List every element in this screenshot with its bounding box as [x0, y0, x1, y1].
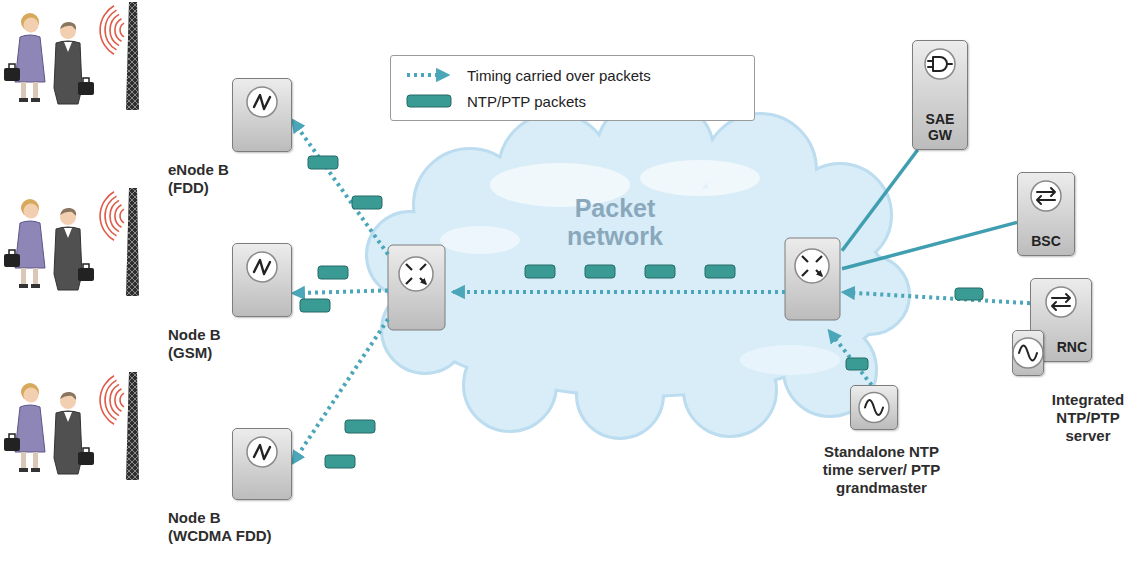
network-label: Packet network: [555, 195, 675, 250]
symbol-disc: [247, 87, 277, 117]
box-label: BSC: [1031, 233, 1061, 249]
symbol-disc: [1031, 181, 1061, 211]
box-symbol: [1017, 172, 1075, 218]
router-box: [388, 245, 445, 330]
packet: [705, 265, 735, 278]
legend-row: NTP/PTP packets: [405, 88, 740, 114]
symbol-holder: [1013, 331, 1043, 377]
symbol-holder: [233, 244, 291, 290]
time-server-box: Integrated NTP/PTP server: [1012, 330, 1044, 376]
box-symbol: [912, 40, 968, 86]
legend-swatch-fill: [407, 95, 451, 107]
legend-swatch: [405, 92, 453, 110]
legend-sample: [405, 92, 453, 110]
sine-symbol: [865, 400, 883, 415]
symbol-holder: [851, 386, 897, 431]
legend-line-sample: [405, 66, 453, 84]
router-box: [785, 238, 840, 320]
router-symbol: [795, 249, 829, 283]
legend-sample: [405, 66, 453, 84]
packet-network-cloud: Packet network: [388, 150, 842, 330]
symbol-disc: [1013, 338, 1043, 368]
symbol-disc: [247, 252, 277, 282]
base-station-box: eNode B (FDD): [232, 78, 292, 152]
box-symbol: [850, 385, 898, 430]
packet: [645, 265, 675, 278]
time-server-box: Standalone NTP time server/ PTP grandmas…: [850, 385, 898, 430]
gateway-box: SAE GW: [912, 40, 968, 150]
box-symbol: [232, 243, 292, 289]
station-label: eNode B (FDD): [168, 161, 248, 197]
packet: [585, 265, 615, 278]
symbol-holder: [1031, 279, 1091, 325]
legend-box: Timing carried over packetsNTP/PTP packe…: [390, 55, 755, 121]
box-symbol: [232, 428, 292, 474]
controller-box: BSC: [1017, 172, 1075, 256]
station-label: Node B (WCDMA FDD): [168, 509, 278, 545]
label-holder: Node B (GSM): [168, 326, 248, 362]
router-symbol: [399, 257, 433, 291]
symbol-disc: [859, 393, 889, 423]
timing-arrow: [292, 290, 388, 293]
switch-symbol: [1052, 294, 1070, 310]
gateway-symbol: [928, 57, 952, 71]
legend-row: Timing carried over packets: [405, 62, 740, 88]
symbol-holder: [233, 429, 291, 475]
label-holder: eNode B (FDD): [168, 161, 248, 197]
timing-arrow: [292, 319, 388, 464]
station-label: Integrated NTP/PTP server: [1041, 391, 1135, 445]
symbol-disc: [1046, 287, 1076, 317]
radio-symbol: [254, 95, 270, 109]
box-symbol: [232, 78, 292, 124]
symbol-disc: [247, 437, 277, 467]
label-holder: Node B (WCDMA FDD): [168, 509, 278, 545]
cloud-shape: [348, 110, 948, 490]
symbol-holder: [913, 41, 967, 87]
legend-text: NTP/PTP packets: [467, 93, 586, 110]
symbol-holder: [1018, 173, 1074, 219]
label-holder: Standalone NTP time server/ PTP grandmas…: [814, 443, 949, 497]
switch-symbol: [1037, 188, 1055, 204]
sine-symbol: [1019, 346, 1037, 361]
box-symbol: [1012, 330, 1044, 376]
packet: [525, 265, 555, 278]
box-symbol: [1030, 278, 1092, 324]
radio-symbol: [254, 445, 270, 459]
label-holder: Integrated NTP/PTP server: [1041, 391, 1135, 445]
symbol-holder: [233, 79, 291, 125]
base-station-box: Node B (WCDMA FDD): [232, 428, 292, 500]
station-label: Node B (GSM): [168, 326, 248, 362]
base-station-box: Node B (GSM): [232, 243, 292, 317]
station-label: Standalone NTP time server/ PTP grandmas…: [814, 443, 949, 497]
box-label: SAE GW: [918, 111, 962, 143]
legend-text: Timing carried over packets: [467, 67, 651, 84]
timing-flow: [452, 290, 785, 294]
box-label: RNC: [1057, 339, 1087, 355]
radio-symbol: [254, 260, 270, 274]
symbol-disc: [925, 49, 955, 79]
